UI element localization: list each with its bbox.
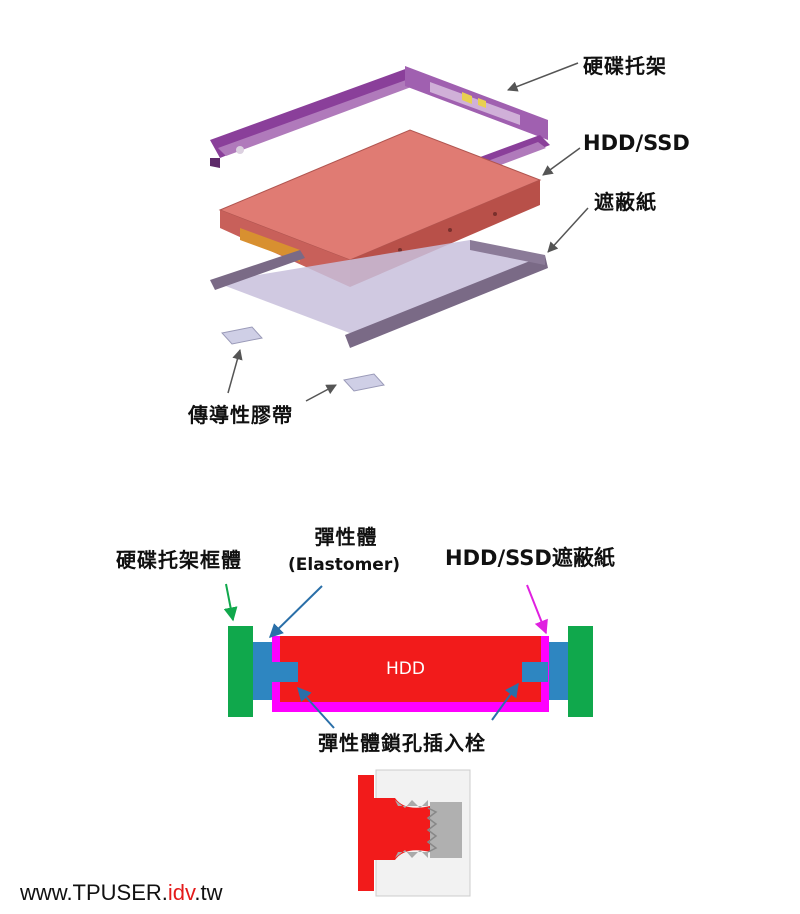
plug-detail bbox=[358, 769, 471, 897]
frame-label: 硬碟托架框體 bbox=[116, 548, 242, 572]
plug-arrow-left bbox=[297, 686, 335, 729]
plug-arrow-right bbox=[491, 682, 519, 721]
frame-left bbox=[228, 626, 253, 717]
shield-exploded bbox=[210, 240, 548, 348]
hdd-shield-label: HDD/SSD遮蔽紙 bbox=[445, 546, 615, 570]
tape-label: 傳導性膠帶 bbox=[188, 403, 293, 427]
hdd-shield-arrow bbox=[526, 584, 548, 635]
shield-arrow bbox=[547, 207, 589, 253]
watermark-accent: idv bbox=[167, 880, 195, 905]
drive-arrow bbox=[542, 147, 581, 176]
watermark-prefix: www.TPUSER. bbox=[20, 880, 168, 905]
elastomer-arrow bbox=[269, 585, 323, 638]
frame-arrow bbox=[223, 583, 238, 622]
watermark-suffix: .tw bbox=[194, 880, 223, 905]
elastomer-right bbox=[548, 642, 568, 700]
drive-label: HDD/SSD bbox=[583, 131, 690, 155]
elastomer-label: 彈性體 bbox=[314, 525, 378, 549]
tape-arrow-left bbox=[227, 348, 243, 394]
elastomer-left bbox=[253, 642, 273, 700]
elastomer-en-label: (Elastomer) bbox=[287, 555, 400, 575]
tape-pads bbox=[221, 326, 385, 392]
tape-arrow-right bbox=[305, 384, 337, 402]
bracket-arrow bbox=[507, 62, 579, 92]
plug-label: 彈性體鎖孔插入栓 bbox=[318, 731, 486, 755]
hdd-body bbox=[280, 636, 541, 702]
watermark: www.TPUSER.idv.tw bbox=[20, 880, 223, 906]
hdd-label: HDD bbox=[386, 659, 425, 679]
plug-left bbox=[272, 662, 298, 682]
frame-right bbox=[568, 626, 593, 717]
cross-section bbox=[228, 626, 593, 717]
plug-right bbox=[522, 662, 548, 682]
shield-label: 遮蔽紙 bbox=[594, 190, 657, 214]
bracket-label: 硬碟托架 bbox=[583, 54, 667, 78]
